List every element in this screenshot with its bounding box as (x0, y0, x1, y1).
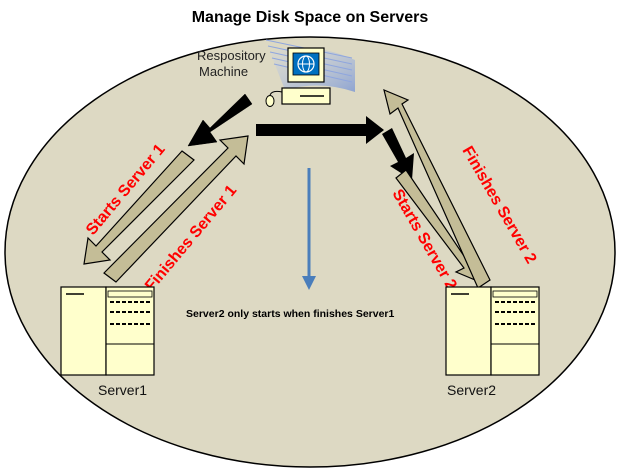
arrow-finishes-server2 (383, 88, 491, 289)
repository-label-line1: Respository (197, 48, 266, 63)
diagram-title: Manage Disk Space on Servers (192, 9, 429, 26)
computer-icon (265, 47, 331, 107)
server-icon (445, 286, 540, 376)
server2-label: Server2 (447, 382, 496, 398)
arrow-repo-to-server1 (187, 93, 253, 147)
arrow-finishes-server1 (103, 135, 249, 283)
sequencing-note: Server2 only starts when finishes Server… (186, 308, 395, 320)
repository-label-line2: Machine (199, 64, 248, 79)
server-icon (60, 286, 155, 376)
arrow-blue-down (302, 168, 316, 290)
arrow-to-server2-side (256, 116, 384, 144)
server1-label: Server1 (98, 382, 147, 398)
arrow-repo-to-server2 (382, 128, 414, 180)
arrow-starts-server1 (83, 150, 195, 265)
